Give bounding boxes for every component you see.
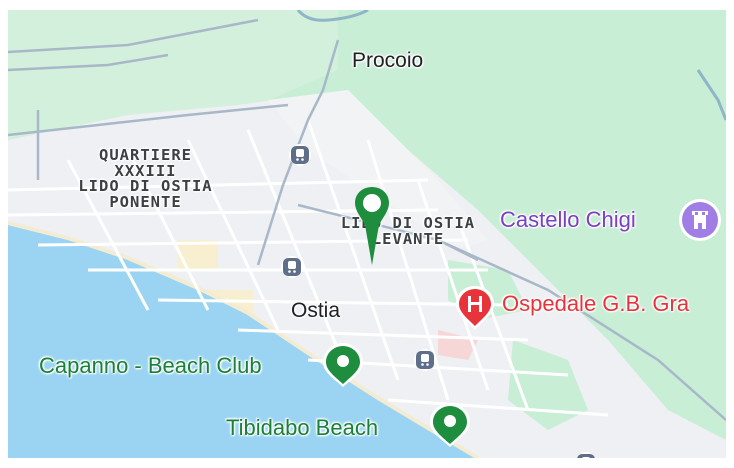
place-label-procoio[interactable]: Procoio [352,49,424,72]
district-label-line: PONENTE [109,192,182,211]
map-view[interactable]: Procoio Ostia QUARTIERE XXXIII LIDO DI O… [8,10,726,458]
beach-marker-icon[interactable] [321,341,365,389]
train-station-icon[interactable] [280,255,304,279]
place-label-ostia[interactable]: Ostia [291,299,341,322]
poi-label-tibidabo[interactable]: Tibidabo Beach [226,415,379,440]
district-label-ponente: QUARTIERE XXXIII LIDO DI OSTIA PONENTE [63,146,228,211]
river-roads [296,10,726,121]
beach-marker-icon[interactable] [428,401,472,449]
train-station-icon[interactable] [288,143,312,167]
hospital-icon[interactable] [454,284,496,332]
poi-label-castello-chigi[interactable]: Castello Chigi [500,207,636,232]
district-label-line: LEVANTE [371,229,445,248]
main-roads [8,18,726,421]
district-label-line: QUARTIERE [99,146,192,164]
train-station-icon[interactable] [574,451,598,458]
map-pin-icon[interactable] [353,185,391,267]
district-label-line: LIDO DI OSTIA [78,177,213,195]
train-station-icon[interactable] [413,348,437,372]
district-label-levante: LIDO DI OSTIA LEVANTE [313,215,503,248]
sea [8,225,478,458]
district-label-line: XXXIII [114,161,177,180]
poi-label-capanno[interactable]: Capanno - Beach Club [39,353,262,378]
map-base-layer [8,10,726,458]
poi-label-ospedale[interactable]: Ospedale G.B. Gra [502,291,690,316]
castle-icon[interactable] [677,197,723,243]
